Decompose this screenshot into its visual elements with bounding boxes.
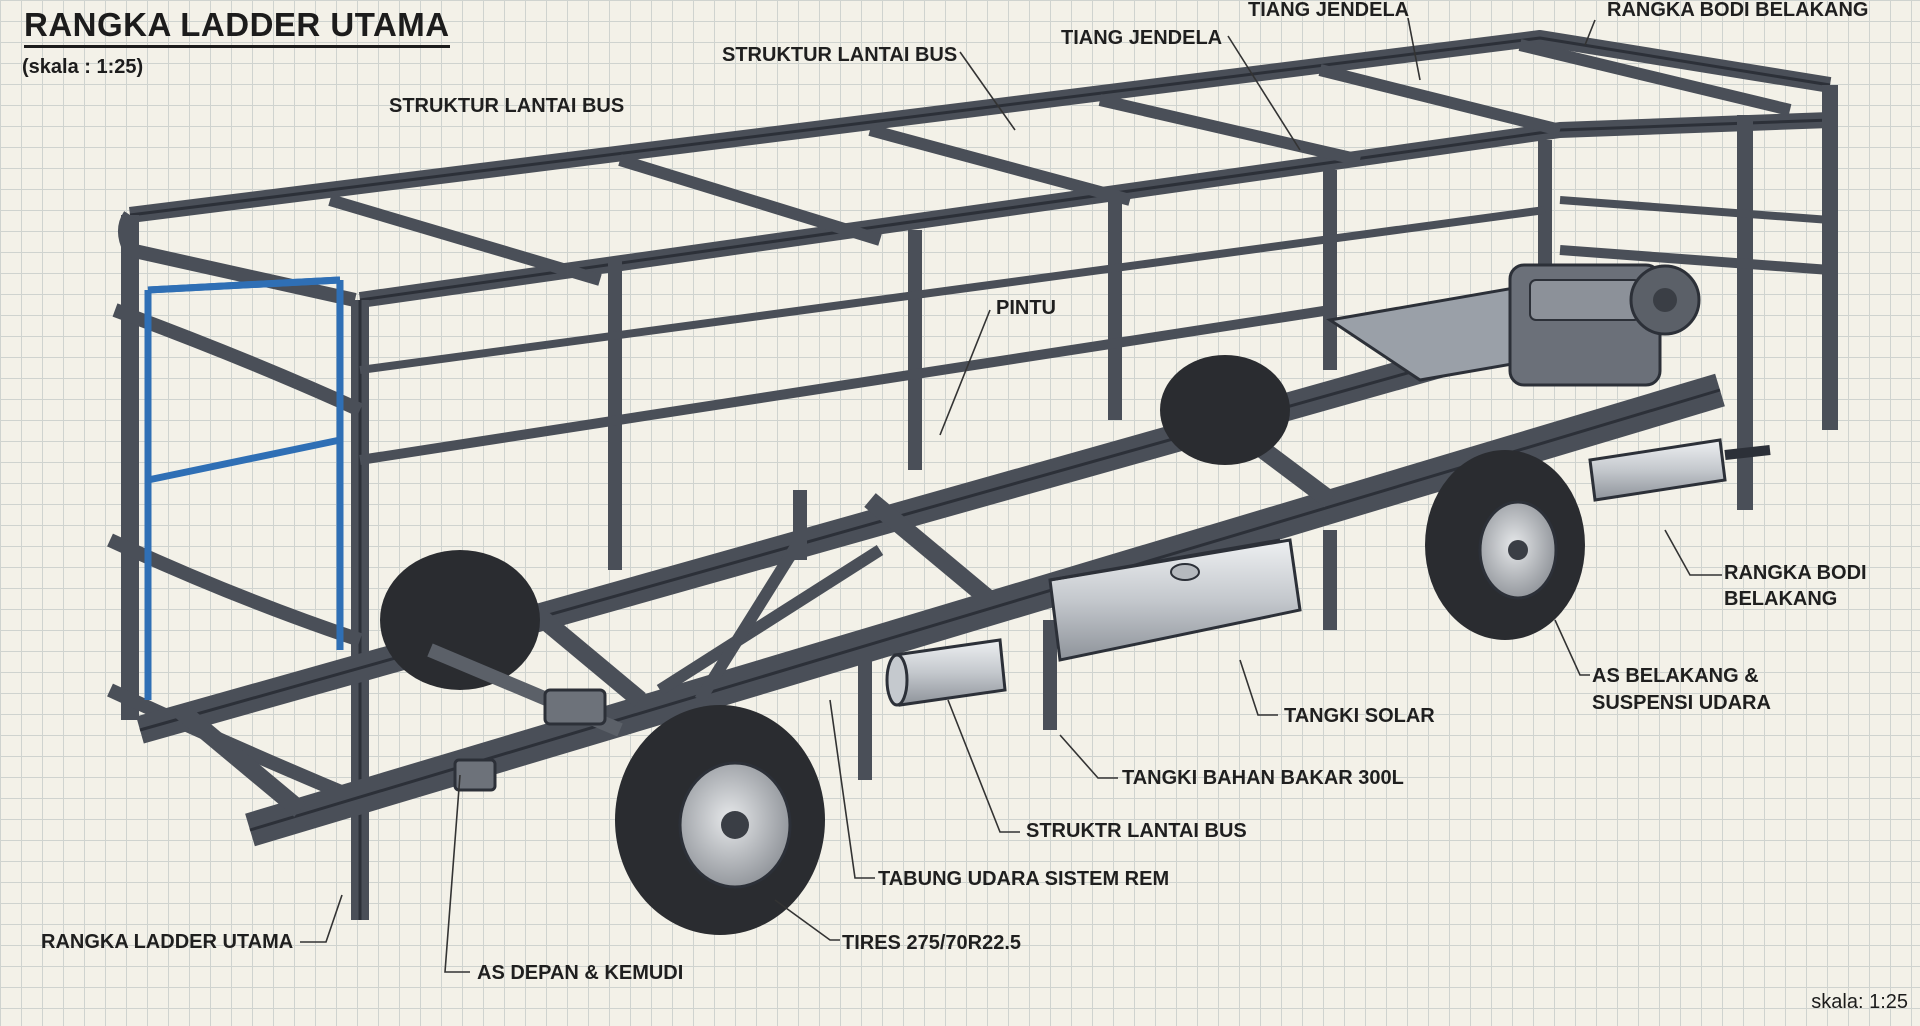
label-struktur-lantai-top-center: STRUKTUR LANTAI BUS [722,44,958,66]
steering-axle [427,643,623,792]
label-tires: TIRES 275/70R22.5 [842,932,1021,954]
label-rangka-bodi-belakang-right-1: RANGKA BODI [1724,562,1867,584]
front-right-wheel [380,550,540,690]
label-pintu: PINTU [996,297,1056,319]
label-rangka-bodi-belakang-top: RANGKA BODI BELAKANG [1607,0,1869,21]
wheels [380,355,1585,935]
label-as-belakang-2: SUSPENSI UDARA [1592,692,1771,714]
upper-body-frame [107,30,1838,920]
label-tiang-jendela-1: TIANG JENDELA [1061,27,1223,49]
label-tangki-bahan-bakar: TANGKI BAHAN BAKAR 300L [1122,767,1404,789]
front-blue-frame [144,276,344,700]
label-struktur-lantai-top-left: STRUKTUR LANTAI BUS [389,95,625,117]
leader-lines [300,17,1722,973]
label-rangka-ladder-utama: RANGKA LADDER UTAMA [41,931,294,953]
front-left-wheel [615,705,825,935]
label-rangka-bodi-belakang-right-2: BELAKANG [1724,588,1838,610]
brake-air-tank [885,638,1007,707]
fuel-tank [1048,538,1302,662]
label-tangki-solar: TANGKI SOLAR [1284,705,1435,727]
scale-note: skala: 1:25 [1811,991,1908,1013]
label-tabung-udara: TABUNG UDARA SISTEM REM [878,868,1170,890]
rear-right-wheel [1160,355,1290,465]
label-as-depan: AS DEPAN & KEMUDI [477,962,684,984]
engine-bay [1326,263,1701,387]
label-as-belakang-1: AS BELAKANG & [1592,665,1759,687]
exhaust-pipe [1588,438,1771,502]
rear-left-wheel [1425,450,1585,640]
scale-subtitle: (skala : 1:25) [22,56,144,78]
label-tiang-jendela-2: TIANG JENDELA [1248,0,1410,21]
label-struktr-lantai: STRUKTR LANTAI BUS [1026,820,1247,842]
diagram-title: RANGKA LADDER UTAMA [24,6,450,48]
